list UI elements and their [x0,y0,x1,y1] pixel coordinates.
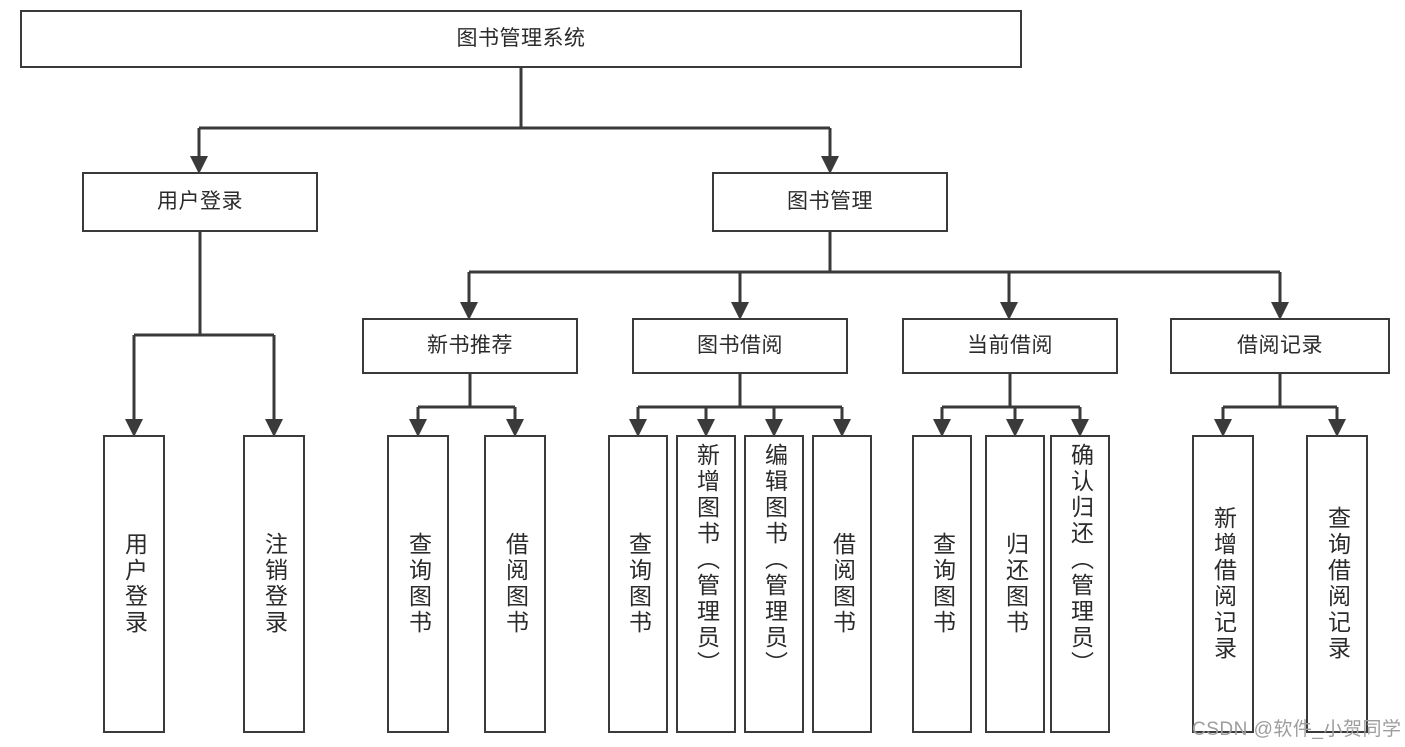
node-leaf-borrow-book-label: 借阅图书 [829,532,856,636]
node-borrow-record[interactable]: 借阅记录 [1170,318,1390,374]
node-book-borrow-label: 图书借阅 [697,333,783,357]
node-leaf-query-book-borrow-label: 查询图书 [625,532,652,636]
node-root-label: 图书管理系统 [456,26,586,50]
node-leaf-add-book-admin-label: 新增图书（管理员） [693,443,720,677]
node-leaf-query-book-rec[interactable]: 查询图书 [387,435,449,733]
node-user-login[interactable]: 用户登录 [82,172,318,232]
node-leaf-borrow-book-rec-label: 借阅图书 [502,532,529,636]
node-leaf-return-book[interactable]: 归还图书 [985,435,1045,733]
watermark-text: CSDN @软件_小贺同学 [1192,719,1402,740]
node-leaf-confirm-return-admin-label: 确认归还（管理员） [1067,443,1094,677]
node-leaf-query-book-borrow[interactable]: 查询图书 [608,435,668,733]
node-borrow-record-label: 借阅记录 [1237,333,1323,357]
node-leaf-edit-book-admin[interactable]: 编辑图书（管理员） [744,435,804,733]
node-root[interactable]: 图书管理系统 [20,10,1022,68]
node-leaf-query-book-rec-label: 查询图书 [405,532,432,636]
node-current-borrow[interactable]: 当前借阅 [902,318,1118,374]
node-leaf-query-borrow-record[interactable]: 查询借阅记录 [1306,435,1368,733]
node-book-borrow[interactable]: 图书借阅 [632,318,848,374]
node-new-book-recommend-label: 新书推荐 [427,333,513,357]
node-leaf-logout-label: 注销登录 [261,532,288,636]
node-leaf-query-book-cur-label: 查询图书 [929,532,956,636]
node-leaf-query-book-cur[interactable]: 查询图书 [912,435,972,733]
node-new-book-recommend[interactable]: 新书推荐 [362,318,578,374]
node-leaf-add-borrow-record[interactable]: 新增借阅记录 [1192,435,1254,733]
node-leaf-logout[interactable]: 注销登录 [243,435,305,733]
node-current-borrow-label: 当前借阅 [967,333,1053,357]
node-leaf-user-login-label: 用户登录 [121,532,148,636]
node-user-login-label: 用户登录 [157,189,243,213]
node-book-manage[interactable]: 图书管理 [712,172,948,232]
node-leaf-confirm-return-admin[interactable]: 确认归还（管理员） [1050,435,1110,733]
node-leaf-edit-book-admin-label: 编辑图书（管理员） [761,443,788,677]
node-book-manage-label: 图书管理 [787,189,873,213]
node-leaf-add-book-admin[interactable]: 新增图书（管理员） [676,435,736,733]
node-leaf-query-borrow-record-label: 查询借阅记录 [1324,506,1351,662]
node-leaf-return-book-label: 归还图书 [1002,532,1029,636]
node-leaf-borrow-book[interactable]: 借阅图书 [812,435,872,733]
node-leaf-borrow-book-rec[interactable]: 借阅图书 [484,435,546,733]
node-leaf-user-login[interactable]: 用户登录 [103,435,165,733]
node-leaf-add-borrow-record-label: 新增借阅记录 [1210,506,1237,662]
